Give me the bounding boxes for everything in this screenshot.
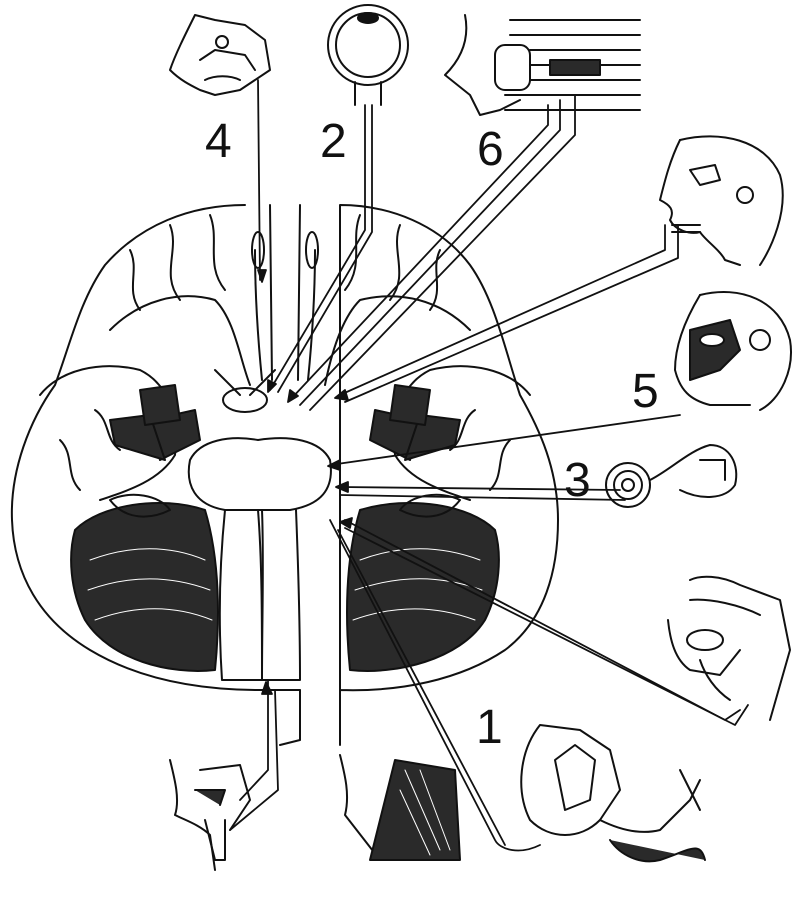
brain-base (10, 204, 559, 746)
pharynx-section-icon (169, 759, 251, 871)
nerve-paths (229, 79, 749, 852)
eyeball-icon (327, 4, 409, 106)
label-6: 6 (477, 123, 504, 176)
label-4: 4 (205, 115, 232, 168)
inner-ear-icon (605, 444, 738, 508)
label-2: 2 (320, 115, 347, 168)
tongue-section-icon (667, 575, 791, 721)
facial-muscles-icon (674, 291, 792, 411)
eye-muscles-icon (444, 14, 641, 116)
thoracic-viscera-icon (520, 724, 706, 863)
label-5: 5 (632, 365, 659, 418)
label-1: 1 (476, 701, 503, 754)
face-profile-icon (659, 135, 784, 266)
nose-section-icon (169, 14, 271, 96)
neck-muscles-icon (339, 754, 461, 861)
label-3: 3 (564, 454, 591, 507)
